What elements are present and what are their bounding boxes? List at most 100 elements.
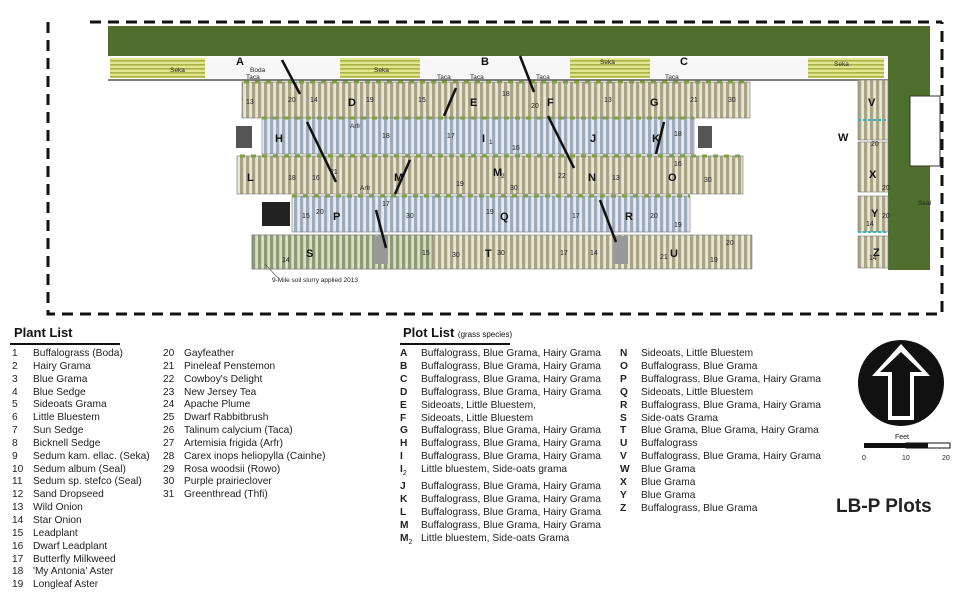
svg-text:14: 14 [310,97,318,104]
plant-name: Blue Grama [33,373,88,385]
svg-text:X: X [869,169,877,181]
svg-text:S: S [306,248,313,260]
plant-list-item: 9 Sedum kam. ellac. (Seka) [12,451,150,464]
plot-species: Sideoats, Little Bluestem [641,386,754,398]
plant-number: 17 [12,553,24,565]
plant-name: Sideoats Grama [33,399,107,411]
svg-text:Taca: Taca [665,74,679,81]
svg-text:18: 18 [288,175,296,182]
plant-number: 23 [163,386,175,398]
plant-name: Sedum kam. ellac. (Seka) [33,450,150,462]
plot-species: Buffalograss, Blue Grama, Hairy Grama [421,360,601,372]
svg-text:Seka: Seka [834,61,849,68]
plot-list-underline [400,343,510,345]
plot-species: Sideoats, Little Bluestem, [421,399,536,411]
plant-number: 22 [163,373,175,385]
svg-text:19: 19 [486,209,494,216]
plot-key: J [400,481,406,493]
plant-number: 13 [12,502,24,514]
plant-name: Gayfeather [184,348,235,359]
plant-list-item: 6 Little Bluestem [12,412,150,425]
plant-name: 'My Antonia' Aster [33,566,114,578]
plant-number: 27 [163,437,175,449]
plant-number: 7 [12,425,18,437]
svg-text:30: 30 [510,185,518,192]
plant-number: 26 [163,425,175,437]
plot-species: Blue Grama [641,464,696,476]
svg-text:20: 20 [650,213,658,220]
svg-text:22: 22 [558,173,566,180]
svg-text:T: T [485,248,492,260]
plot-list-item: G Buffalograss, Blue Grama, Hairy Grama [400,425,601,438]
svg-text:19: 19 [710,257,718,264]
plant-number: 4 [12,386,18,398]
scale-tick-10: 10 [902,455,910,462]
plant-name: Hairy Grama [33,360,91,372]
plant-number: 29 [163,463,175,475]
svg-text:19: 19 [366,97,374,104]
svg-text:17: 17 [560,250,568,257]
plot-species: Buffalograss, Blue Grama, Hairy Grama [421,386,601,398]
plot-species: Buffalograss, Blue Grama, Hairy Grama [641,451,821,463]
plot-list-item: Q Sideoats, Little Bluestem [620,387,821,400]
svg-text:Q: Q [500,211,509,223]
svg-text:21: 21 [660,254,668,261]
svg-text:15: 15 [422,250,430,257]
svg-text:P: P [333,211,340,223]
svg-text:J: J [590,133,596,145]
plot-species: Little bluestem, Side-oats grama [421,464,568,476]
svg-text:30: 30 [406,213,414,220]
plant-name: Greenthread (Thfi) [184,489,268,501]
plot-key: E [400,399,407,411]
scale-bar [864,442,951,449]
svg-text:16: 16 [512,145,520,152]
svg-text:20: 20 [316,209,324,216]
svg-text:14: 14 [866,221,874,228]
plant-name: Butterfly Milkweed [33,553,116,565]
svg-text:D: D [348,97,356,109]
plot-key: D [400,386,408,398]
plot-species: Buffalograss, Blue Grama, Hairy Grama [421,438,601,450]
plot-key: Q [620,386,628,398]
plant-number: 6 [12,412,18,424]
plant-name: Star Onion [33,514,82,526]
plot-species: Buffalograss [641,438,698,450]
plant-name: Little Bluestem [33,412,100,424]
plot-species: Blue Grama [641,489,696,501]
plot-key: F [400,412,407,424]
svg-text:15: 15 [302,213,310,220]
svg-text:G: G [650,97,659,109]
plant-number: 8 [12,437,18,449]
plot-key: N [620,348,628,359]
svg-text:Seka: Seka [374,67,389,74]
plot-species: Buffalograss, Blue Grama, Hairy Grama [421,425,601,437]
plot-key: K [400,494,408,505]
plant-number: 9 [12,450,18,462]
svg-text:R: R [625,211,633,223]
svg-text:30: 30 [497,250,505,257]
plot-key: R [620,399,628,411]
svg-text:16: 16 [312,175,320,182]
plant-name: Buffalograss (Boda) [33,348,123,359]
plot-key: Y [620,489,627,501]
plot-key: G [400,425,408,437]
